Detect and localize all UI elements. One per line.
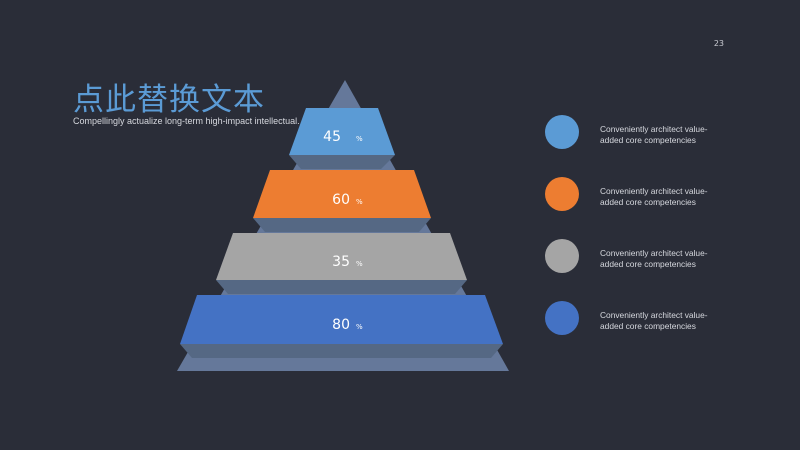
legend-dot-3 xyxy=(545,239,579,273)
slide-title[interactable]: 点此替换文本 xyxy=(73,82,265,118)
band-unit-3: % xyxy=(356,260,363,268)
legend-text-1: Conveniently architect value-added core … xyxy=(600,124,708,145)
band-shadow-4 xyxy=(180,344,503,358)
band-shadow-2 xyxy=(253,218,431,232)
band-unit-1: % xyxy=(356,135,363,143)
band-value-4: 80 xyxy=(332,317,350,333)
legend-dot-2 xyxy=(545,177,579,211)
legend-text-2: Conveniently architect value-added core … xyxy=(600,186,708,207)
band-unit-2: % xyxy=(356,198,363,206)
legend-dot-1 xyxy=(545,115,579,149)
band-shadow-1 xyxy=(289,155,395,169)
page-number: 23 xyxy=(713,39,724,48)
pyramid-band-2[interactable] xyxy=(253,170,431,218)
legend-text-4: Conveniently architect value-added core … xyxy=(600,310,708,331)
legend-item-2[interactable]: Conveniently architect value-added core … xyxy=(545,177,745,213)
pyramid-band-1[interactable] xyxy=(289,108,395,155)
band-unit-4: % xyxy=(356,323,363,331)
legend-item-3[interactable]: Conveniently architect value-added core … xyxy=(545,239,745,275)
band-value-1: 45 xyxy=(323,129,341,145)
band-value-3: 35 xyxy=(332,254,350,270)
band-shadow-3 xyxy=(216,280,467,294)
legend-item-1[interactable]: Conveniently architect value-added core … xyxy=(545,115,745,151)
band-value-2: 60 xyxy=(332,192,350,208)
legend-dot-4 xyxy=(545,301,579,335)
slide-subtitle[interactable]: Compellingly actualize long-term high-im… xyxy=(73,116,300,126)
pyramid-band-3[interactable] xyxy=(216,233,467,280)
legend-text-3: Conveniently architect value-added core … xyxy=(600,248,708,269)
legend-item-4[interactable]: Conveniently architect value-added core … xyxy=(545,301,745,337)
pyramid-band-4[interactable] xyxy=(180,295,503,344)
